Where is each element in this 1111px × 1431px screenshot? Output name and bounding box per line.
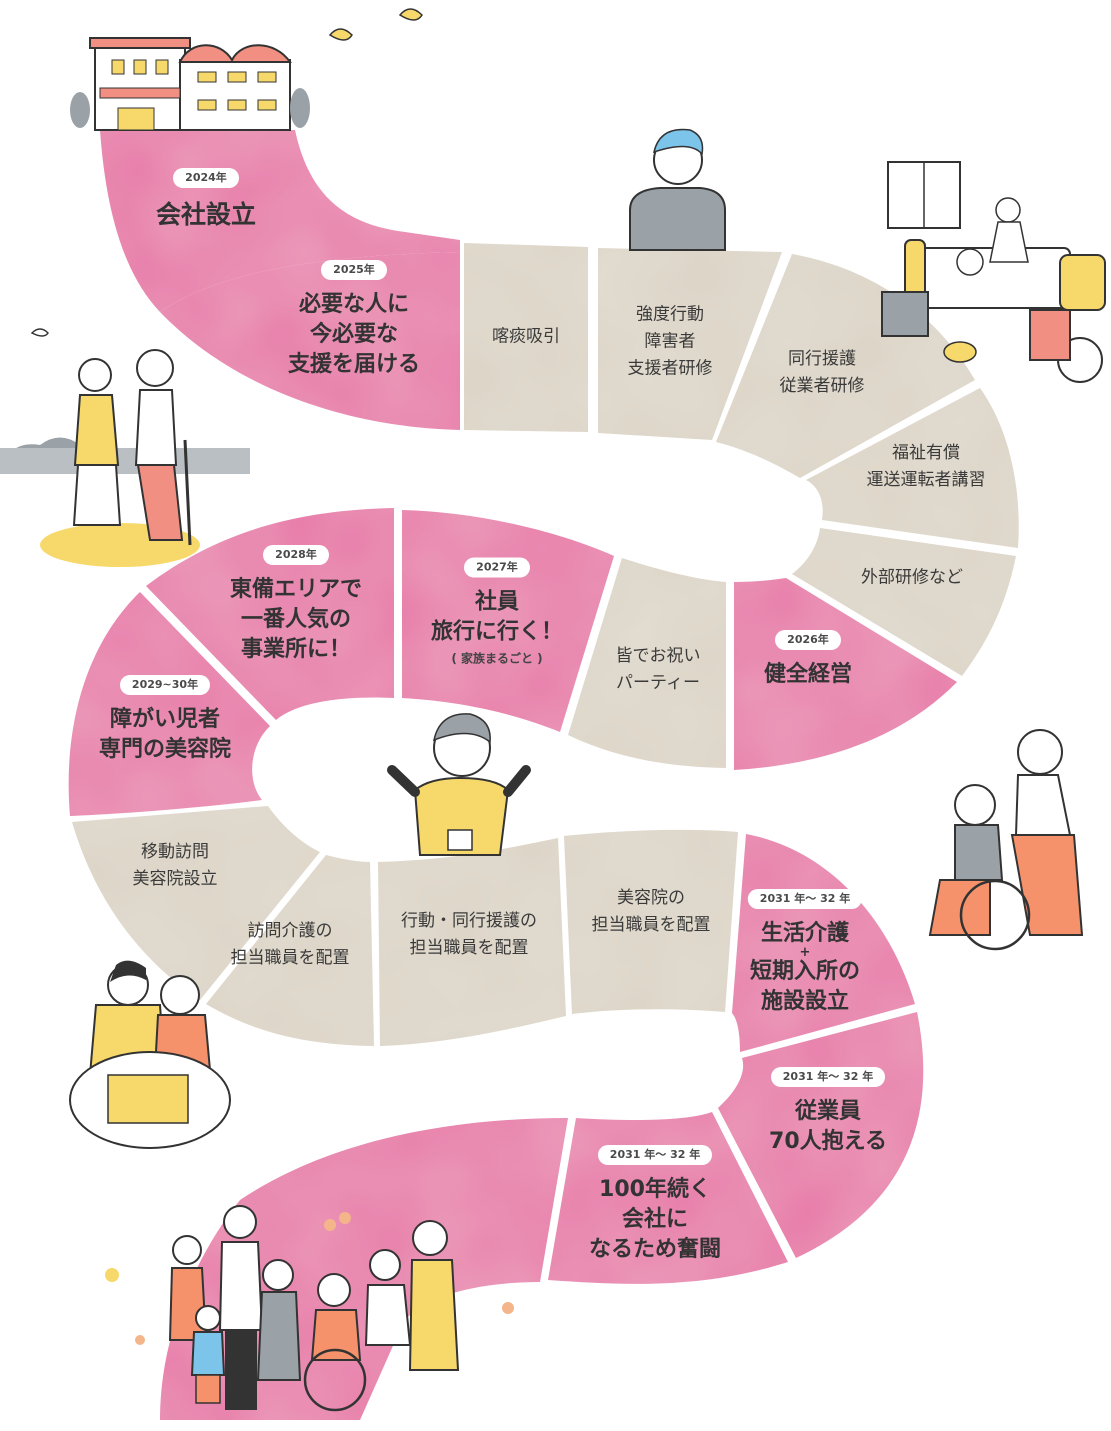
year-badge: 2026年 (775, 630, 841, 650)
segment-homon (206, 855, 374, 1046)
milestone-seikatsu: 2031 年～ 32 年 生活介護 + 短期入所の 施設設立 (747, 889, 863, 1017)
milestone-text: 障がい児者 専門の美容院 (98, 707, 232, 762)
milestone-100nen: 2031 年～ 32 年 100年続く 会社に なるため奮闘 (589, 1145, 721, 1265)
step-text: 美容院の 担当職員を配置 (591, 888, 711, 935)
step-text: 行動・同行援護の 担当職員を配置 (401, 911, 537, 958)
segment-kyodo (598, 248, 782, 440)
year-badge: 2029~30年 (119, 675, 211, 695)
milestone-2027: 2027年 社員 旅行に行く！ ( 家族まるごと ) (430, 557, 564, 667)
milestone-note: ( 家族まるごと ) (451, 651, 543, 666)
year-badge: 2027年 (464, 557, 530, 578)
milestone-2025: 2025年 必要な人に 今必要な 支援を届ける (288, 260, 420, 380)
milestone-text: 会社設立 (155, 200, 257, 229)
year-badge: 2025年 (321, 260, 387, 280)
milestone-text: 従業員 70人抱える (769, 1099, 887, 1154)
milestone-text: 社員 旅行に行く！ (430, 589, 564, 645)
milestone-text: 東備エリアで 一番人気の 事業所に！ (229, 577, 363, 662)
bed-care-icon (881, 161, 1106, 383)
staff-man-icon (629, 128, 726, 251)
step-homon: 訪問介護の 担当職員を配置 (231, 918, 350, 972)
building-icon (70, 37, 310, 131)
milestone-text-2: 短期入所の 施設設立 (749, 959, 861, 1014)
step-text: 強度行動 障害者 支援者研修 (627, 304, 713, 379)
step-biyoin: 美容院の 担当職員を配置 (592, 885, 711, 939)
step-kyodo: 強度行動 障害者 支援者研修 (628, 302, 713, 383)
milestone-jugyoin: 2031 年～ 32 年 従業員 70人抱える (769, 1067, 887, 1157)
step-kakutan: 喀痰吸引 (492, 324, 560, 351)
milestone-text: 必要な人に 今必要な 支援を届ける (287, 292, 421, 377)
segment-2029 (68, 592, 270, 816)
milestone-2026: 2026年 健全経営 (764, 630, 852, 690)
segment-kodo (378, 838, 566, 1046)
cheering-staff-icon (387, 713, 531, 856)
step-text: 訪問介護の 担当職員を配置 (230, 921, 350, 968)
year-badge: 2024年 (173, 168, 239, 188)
year-badge: 2031 年～ 32 年 (770, 1067, 886, 1087)
milestone-text: 健全経営 (763, 662, 853, 687)
year-badge: 2031 年～ 32 年 (597, 1145, 713, 1165)
step-party: 皆でお祝い パーティー (616, 643, 701, 697)
segment-fukushi (806, 388, 1019, 548)
segment-biyoin (564, 829, 738, 1014)
step-text: 喀痰吸引 (492, 326, 560, 347)
step-text: 外部研修など (861, 567, 963, 588)
segment-gaibu (792, 528, 1016, 676)
segment-2026 (734, 578, 957, 770)
step-text: 福祉有償 運送運転者講習 (866, 443, 986, 490)
step-text: 移動訪問 美容院設立 (132, 842, 218, 889)
milestone-2028: 2028年 東備エリアで 一番人気の 事業所に！ (230, 545, 362, 665)
plus-sign: + (799, 945, 811, 960)
step-kodo: 行動・同行援護の 担当職員を配置 (401, 908, 537, 962)
step-ido: 移動訪問 美容院設立 (133, 839, 218, 893)
step-fukushi: 福祉有償 運送運転者講習 (867, 440, 986, 494)
segment-ido (72, 806, 320, 1000)
segment-kakutan (464, 243, 588, 432)
year-badge: 2031 年～ 32 年 (747, 889, 863, 909)
segment-2027 (402, 510, 614, 732)
step-gaibu: 外部研修など (861, 565, 963, 592)
group-photo-icon (105, 1205, 514, 1412)
milestone-2024: 2024年 会社設立 (156, 168, 256, 232)
milestone-text: 100年続く 会社に なるため奮闘 (588, 1177, 722, 1262)
segment-party (568, 558, 726, 768)
milestone-2029-30: 2029~30年 障がい児者 専門の美容院 (99, 675, 231, 765)
walking-couple-icon (0, 349, 250, 567)
segment-2028 (146, 508, 394, 720)
step-text: 同行援護 従業者研修 (779, 349, 865, 396)
meal-help-icon (69, 960, 231, 1149)
step-text: 皆でお祝い パーティー (615, 646, 701, 693)
birds-icon (30, 8, 423, 337)
segment-seikatsu (732, 834, 915, 1052)
wheelchair-icon (928, 729, 1084, 951)
step-doko: 同行援護 従業者研修 (780, 346, 865, 400)
segment-2025 (160, 252, 460, 430)
milestone-text: 生活介護 (760, 921, 850, 946)
year-badge: 2028年 (263, 545, 329, 565)
